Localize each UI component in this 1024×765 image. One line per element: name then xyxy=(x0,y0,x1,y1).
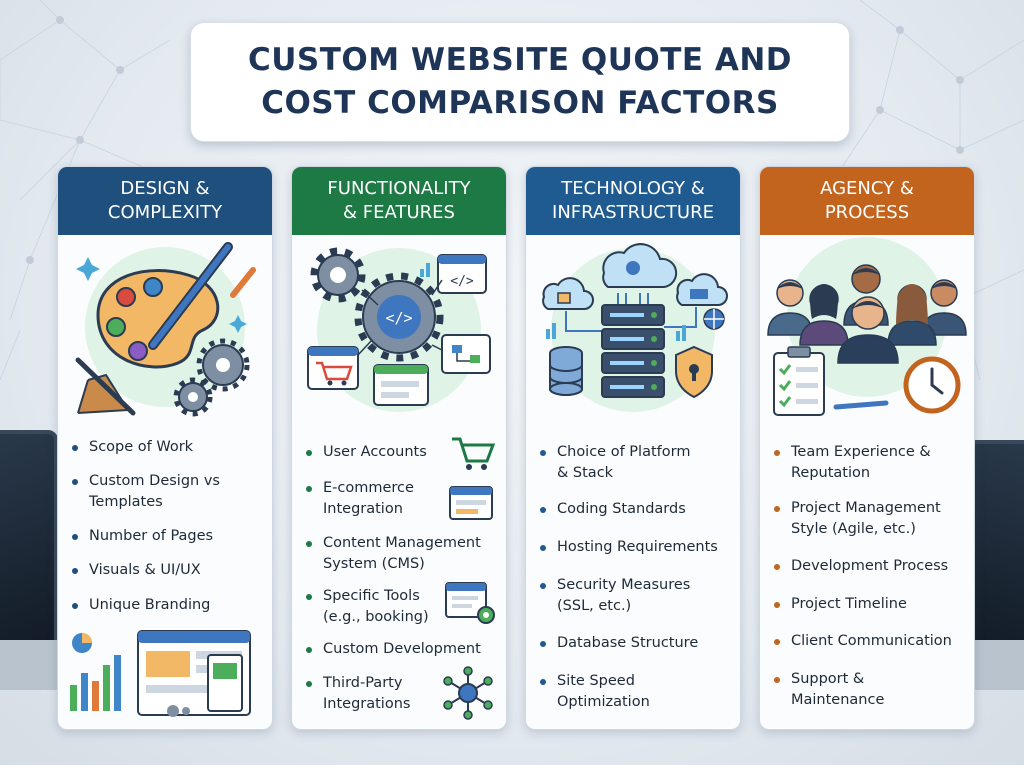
svg-text:</>: </> xyxy=(385,309,412,327)
list-item: Support &Maintenance xyxy=(774,669,964,711)
column-agency-process: AGENCY & PROCESS Team Experience &Reputa… xyxy=(759,166,975,730)
browser-window-icon xyxy=(449,486,493,520)
list-item: Coding Standards xyxy=(540,499,730,520)
team-checklist-clock-icon xyxy=(767,237,967,416)
list-item: Team Experience &Reputation xyxy=(774,442,964,484)
list-item: Development Process xyxy=(774,556,964,577)
list-item: Visuals & UI/UX xyxy=(72,560,262,581)
title-line-1: CUSTOM WEBSITE QUOTE AND xyxy=(247,42,793,78)
integration-hub-icon xyxy=(443,666,493,720)
list-item: Project Timeline xyxy=(774,594,964,615)
list-item: Security Measures(SSL, etc.) xyxy=(540,575,730,617)
list-item: Scope of Work xyxy=(72,437,262,458)
column-header-design: DESIGN & COMPLEXITY xyxy=(58,167,272,235)
title-line-2: COST COMPARISON FACTORS xyxy=(261,85,779,121)
column-header-line: FUNCTIONALITY xyxy=(327,178,471,199)
column-header-line: PROCESS xyxy=(824,202,910,223)
list-item: Database Structure xyxy=(540,633,730,654)
column-header-agency: AGENCY & PROCESS xyxy=(760,167,974,235)
code-gear-cart-icon: </> </> xyxy=(307,247,491,412)
shopping-cart-icon xyxy=(452,437,496,470)
list-item: User Accounts xyxy=(306,442,496,463)
list-item: Client Communication xyxy=(774,631,964,652)
list-item: Specific Tools(e.g., booking) xyxy=(306,586,496,628)
laptop-left-decoration xyxy=(0,430,58,648)
column-header-line: INFRASTRUCTURE xyxy=(552,202,714,223)
column-header-functionality: FUNCTIONALITY & FEATURES xyxy=(292,167,506,235)
cloud-server-database-icon xyxy=(542,243,728,412)
column-functionality-features: FUNCTIONALITY & FEATURES </> </> xyxy=(291,166,507,730)
list-item: Custom Development xyxy=(306,639,496,660)
column-technology-infrastructure: TECHNOLOGY & INFRASTRUCTURE xyxy=(525,166,741,730)
column-header-line: & FEATURES xyxy=(343,202,455,223)
column-header-line: DESIGN & xyxy=(120,178,210,199)
column-header-line: COMPLEXITY xyxy=(107,202,223,223)
charts-webpage-icon xyxy=(70,630,251,717)
column-header-line: TECHNOLOGY & xyxy=(561,178,705,199)
column-header-line: AGENCY & xyxy=(820,178,914,199)
list-item: Unique Branding xyxy=(72,595,262,616)
title-card: CUSTOM WEBSITE QUOTE AND COST COMPARISON… xyxy=(190,22,850,142)
column-header-technology: TECHNOLOGY & INFRASTRUCTURE xyxy=(526,167,740,235)
booking-form-gear-icon xyxy=(445,582,495,624)
list-item: Choice of Platform& Stack xyxy=(540,442,730,484)
list-item: Hosting Requirements xyxy=(540,537,730,558)
column-design-complexity: DESIGN & COMPLEXITY Scope of Work Custom… xyxy=(57,166,273,730)
palette-brush-gears-icon xyxy=(75,242,256,417)
laptop-left-keyboard xyxy=(0,640,65,690)
list-item: Number of Pages xyxy=(72,526,262,547)
svg-text:</>: </> xyxy=(450,274,474,289)
